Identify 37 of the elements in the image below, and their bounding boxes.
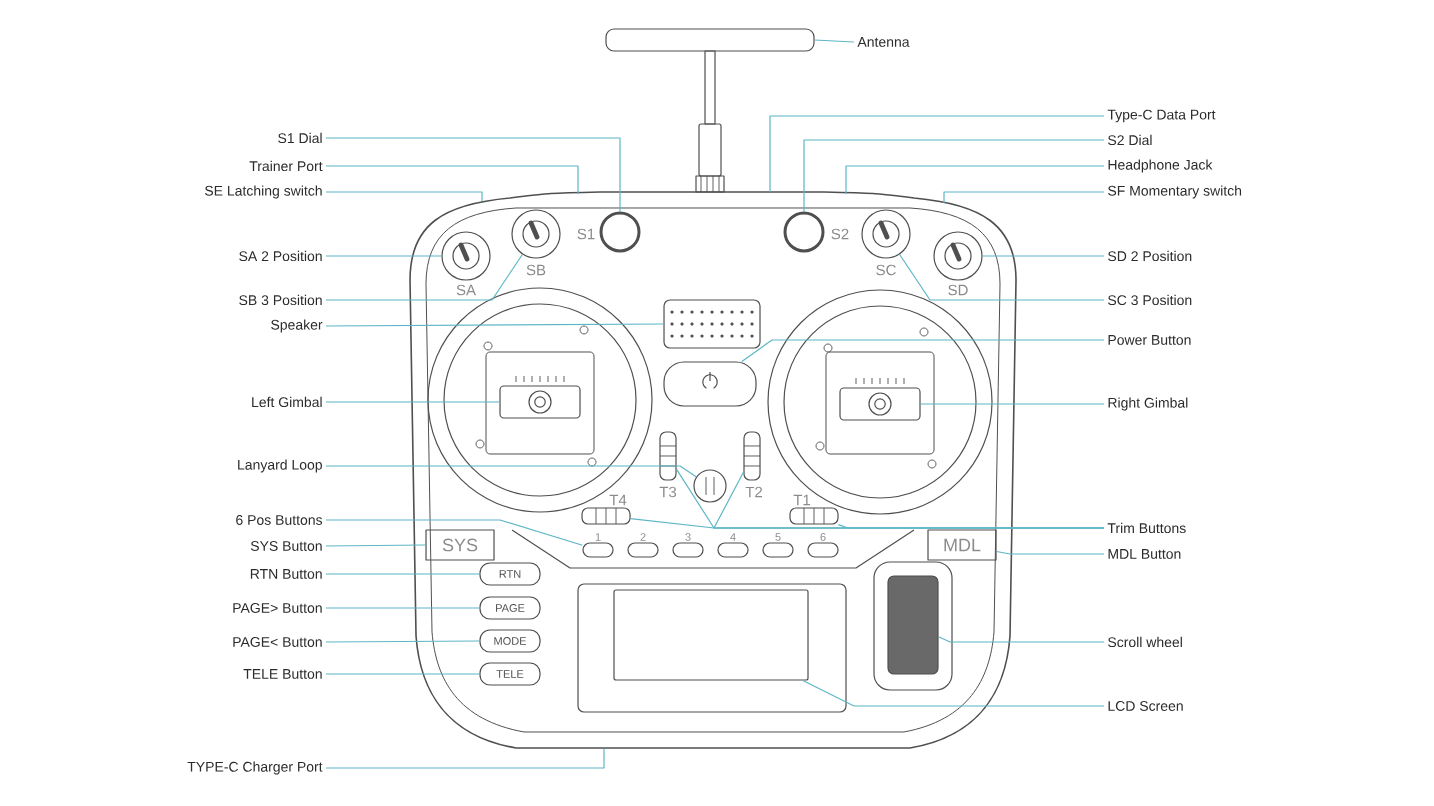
leader-line	[802, 680, 1105, 707]
leader-line	[845, 165, 1105, 195]
leader-line	[803, 139, 1105, 213]
leader-line	[943, 191, 1105, 204]
leader-line	[325, 191, 483, 202]
leader-line	[814, 39, 855, 43]
key-button: SYS	[425, 529, 495, 561]
key-button: MDL	[927, 529, 997, 561]
leader-line	[996, 550, 1105, 555]
gimbal-stick	[839, 377, 921, 421]
leader-line	[325, 165, 579, 195]
lanyard-loop	[693, 469, 727, 503]
leader-line	[325, 255, 443, 257]
leader-line	[325, 607, 481, 609]
leader-line	[325, 519, 583, 546]
leader-line	[982, 255, 1105, 257]
leader-line	[325, 137, 621, 213]
gimbal-stick	[499, 375, 581, 419]
leader-line	[769, 115, 1105, 193]
speaker-grille	[663, 299, 761, 349]
leader-line	[325, 748, 605, 769]
leader-line	[899, 253, 1105, 301]
leader-line	[630, 518, 1105, 529]
leader-line	[325, 253, 523, 301]
leader-line	[325, 401, 500, 403]
leader-line	[325, 673, 481, 675]
leader-line	[938, 636, 1105, 643]
antenna	[605, 28, 815, 52]
leader-line	[325, 573, 481, 575]
leader-line	[920, 403, 1105, 405]
lcd-screen	[613, 589, 809, 681]
leader-line	[325, 544, 426, 547]
leader-line	[325, 465, 697, 478]
scroll-wheel	[873, 561, 953, 691]
leader-line	[325, 640, 481, 643]
leader-line	[325, 323, 664, 327]
leader-line	[741, 339, 1105, 362]
